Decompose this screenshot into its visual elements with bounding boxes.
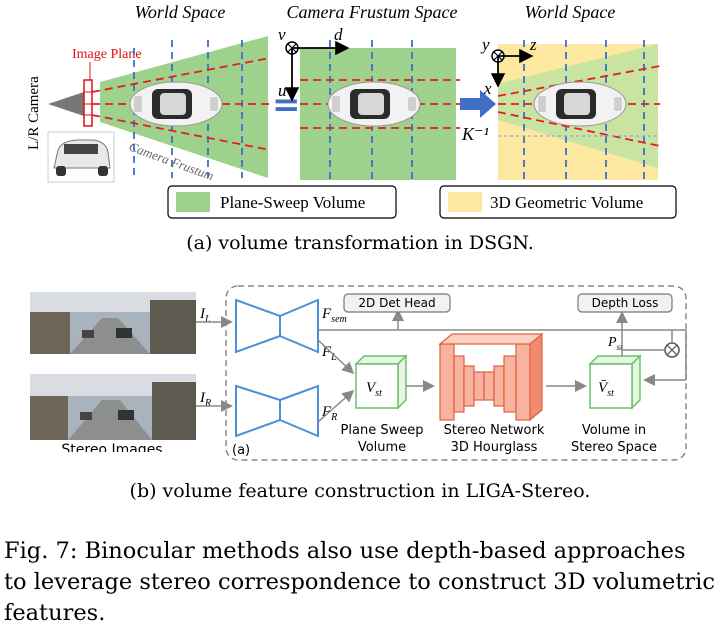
corner-tag: (a) <box>232 443 250 458</box>
stereo-label-2: 3D Hourglass <box>451 440 538 455</box>
camera-label: L/R Camera <box>26 76 42 150</box>
caption-b: (b) volume feature construction in LIGA-… <box>129 480 591 502</box>
psv-label-1: Plane Sweep <box>341 423 424 438</box>
stereo-label-1: Stereo Network <box>444 423 545 438</box>
input-label-right: IR <box>199 390 211 409</box>
car-right <box>533 81 627 127</box>
encoder-right-b <box>279 384 319 438</box>
input-label-left: IL <box>199 306 211 325</box>
title-world-right: World Space <box>525 2 616 22</box>
psv-cube <box>354 354 408 410</box>
car-photo <box>47 131 115 183</box>
vbar-st-label: V̄st <box>598 380 614 399</box>
figure-caption-line-1: Fig. 7: Binocular methods also use depth… <box>4 538 686 564</box>
figure-caption: Fig. 7: Binocular methods also use depth… <box>4 536 718 629</box>
car-left <box>129 81 223 127</box>
title-camera-frustum: Camera Frustum Space <box>287 2 458 22</box>
psv-label-2: Volume <box>358 440 406 455</box>
inverse-label: K⁻¹ <box>461 124 489 144</box>
legend-geo-label: 3D Geometric Volume <box>490 193 643 212</box>
image-plane-box <box>83 79 93 127</box>
image-plane-label: Image Plane <box>72 47 142 62</box>
stereo-hourglass <box>438 332 544 422</box>
feat-r-label: FR <box>321 404 337 423</box>
axis-y-label: y <box>480 35 490 54</box>
legend-psv: Plane-Sweep Volume <box>167 185 397 219</box>
legend-geo: 3D Geometric Volume <box>439 185 677 219</box>
depth-loss-label: Depth Loss <box>592 296 659 310</box>
stereo-volume-cube <box>588 354 642 410</box>
stereo-image-left <box>30 292 196 354</box>
figure-caption-line-3: features. <box>4 600 106 626</box>
p-st-label: Pst <box>607 335 623 352</box>
feat-sem-label: Fsem <box>321 306 347 325</box>
axis-v-label: v <box>278 25 286 44</box>
legend-psv-label: Plane-Sweep Volume <box>220 193 365 212</box>
encoder-right <box>235 384 281 438</box>
axis-u-label: u <box>278 81 287 100</box>
axis-z-label: z <box>529 35 537 54</box>
car-middle <box>327 81 421 127</box>
axis-x-label: x <box>483 79 492 98</box>
figure-caption-line-2: to leverage stereo correspondence to con… <box>4 569 715 595</box>
camera-cone <box>48 92 84 116</box>
det-head-box <box>343 293 451 313</box>
inverse-transform-arrow <box>460 90 496 118</box>
encoder-left-b <box>279 298 319 354</box>
panel-b: Stereo Images IL IR (a) Fsem FL FR 2D De… <box>30 285 687 461</box>
axis-d-label: d <box>334 25 343 44</box>
panel-a: World Space Camera Frustum Space World S… <box>26 2 677 219</box>
v-st-label: Vst <box>366 380 382 399</box>
encoder-left <box>235 298 281 354</box>
vol-label-2: Stereo Space <box>571 440 657 455</box>
title-world-left: World Space <box>135 2 226 22</box>
pipeline-frame <box>225 285 687 461</box>
caption-a: (a) volume transformation in DSGN. <box>186 232 534 254</box>
vol-label-1: Volume in <box>582 423 646 438</box>
stereo-image-right <box>30 374 196 440</box>
feat-l-label: FL <box>321 344 337 363</box>
stereo-images-label: Stereo Images <box>61 442 162 458</box>
det-head-label: 2D Det Head <box>358 296 435 310</box>
